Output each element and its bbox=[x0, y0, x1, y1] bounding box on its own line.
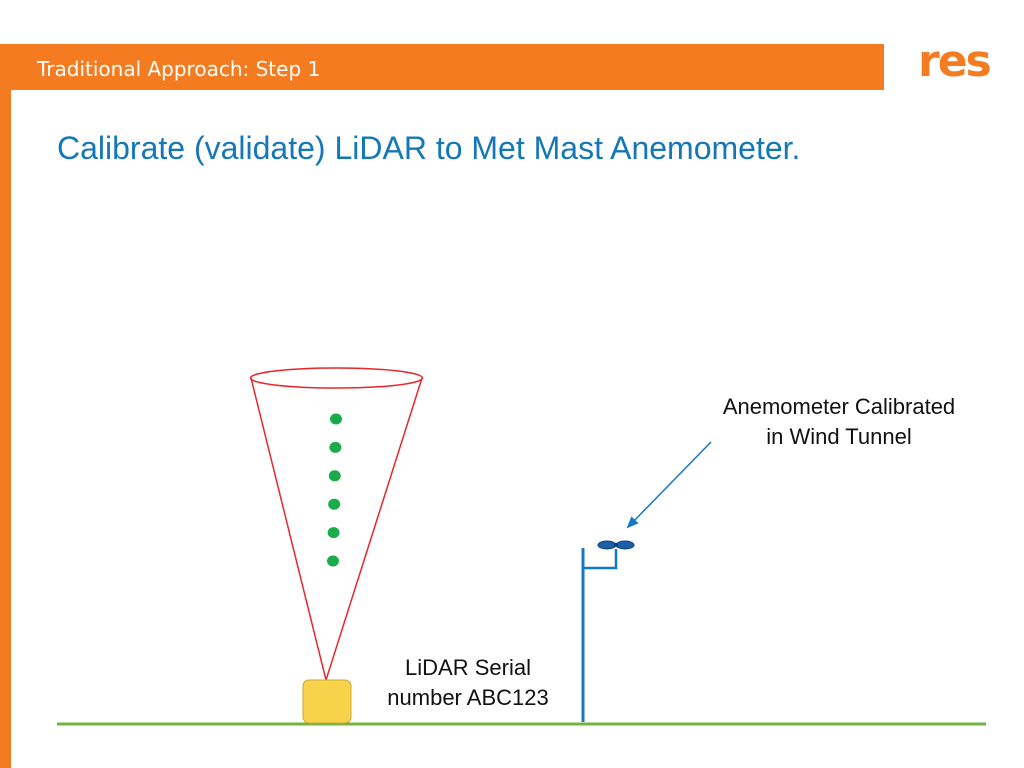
left-accent-bar bbox=[0, 44, 11, 768]
measurement-point bbox=[327, 527, 340, 539]
anemometer-label-line2: in Wind Tunnel bbox=[766, 424, 912, 449]
lidar-label: LiDAR Serial number ABC123 bbox=[358, 653, 578, 713]
measurement-point bbox=[328, 470, 341, 482]
measurement-points bbox=[327, 413, 342, 567]
cone-right-edge bbox=[325, 377, 423, 681]
slide-header: Traditional Approach: Step 1 bbox=[37, 57, 321, 81]
measurement-point bbox=[328, 498, 341, 510]
lidar-label-line1: LiDAR Serial bbox=[405, 655, 531, 680]
cone-top-ellipse bbox=[249, 367, 424, 389]
measurement-point bbox=[329, 441, 342, 453]
anemometer-label: Anemometer Calibrated in Wind Tunnel bbox=[690, 392, 988, 452]
anemometer-icon bbox=[597, 540, 635, 550]
header-band bbox=[0, 44, 884, 90]
anemometer-label-line1: Anemometer Calibrated bbox=[722, 394, 956, 419]
page-title: Calibrate (validate) LiDAR to Met Mast A… bbox=[57, 130, 801, 166]
measurement-point bbox=[330, 413, 342, 425]
res-logo: res bbox=[918, 36, 992, 87]
callout-arrow bbox=[626, 441, 712, 529]
lidar-label-line2: number ABC123 bbox=[387, 685, 549, 710]
lidar-unit bbox=[302, 679, 352, 724]
measurement-point bbox=[327, 555, 339, 567]
cone-left-edge bbox=[250, 377, 327, 681]
met-mast-boom bbox=[583, 549, 618, 570]
